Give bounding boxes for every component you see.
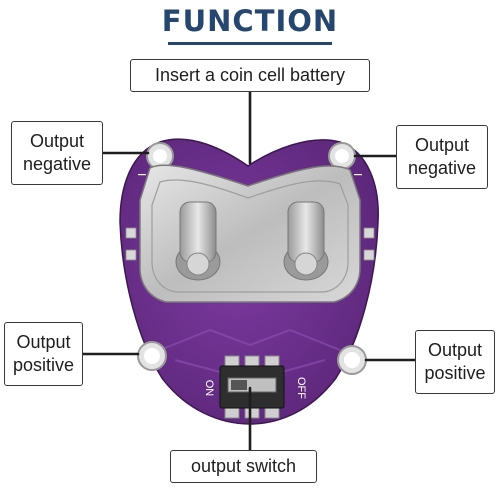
pcb-traces <box>159 328 341 373</box>
minus-mark-right: − <box>353 167 362 184</box>
label-line: positive <box>12 355 75 375</box>
hole-bottom-left <box>137 341 167 371</box>
plus-mark-left: + <box>122 314 131 331</box>
right-contact-clip <box>283 201 329 281</box>
coin-cell-holder <box>139 164 361 303</box>
hole-top-left <box>146 142 174 170</box>
label-line: Output <box>414 135 470 155</box>
label-line: Output <box>29 131 85 151</box>
label-line: Output <box>427 340 483 360</box>
label-line: negative <box>407 158 477 178</box>
title-underline <box>168 42 332 45</box>
label-output-switch: output switch <box>170 450 317 483</box>
switch-on-label: ON <box>203 380 215 397</box>
label-line: negative <box>22 154 92 174</box>
label-insert-coin-cell-text: Insert a coin cell battery <box>154 65 346 85</box>
left-contact-clip <box>175 201 221 281</box>
label-output-negative-left: Output negative <box>11 121 103 185</box>
label-line: Output <box>16 332 71 352</box>
switch-off-label: OFF <box>295 377 307 399</box>
label-insert-coin-cell: Insert a coin cell battery <box>130 59 370 92</box>
plus-mark-right: + <box>365 314 374 331</box>
label-output-positive-right: Output positive <box>415 330 495 394</box>
label-output-switch-text: output switch <box>190 456 297 476</box>
diagram-title: FUNCTION <box>161 4 339 38</box>
hole-top-right <box>328 142 356 170</box>
slide-switch <box>219 355 285 419</box>
label-line: positive <box>424 363 486 383</box>
hole-bottom-right <box>337 345 367 375</box>
label-output-positive-left: Output positive <box>4 322 83 386</box>
side-pads <box>125 227 375 261</box>
minus-mark-left: − <box>137 167 146 184</box>
pointer-lines <box>81 90 417 452</box>
label-output-negative-right: Output negative <box>396 125 488 189</box>
